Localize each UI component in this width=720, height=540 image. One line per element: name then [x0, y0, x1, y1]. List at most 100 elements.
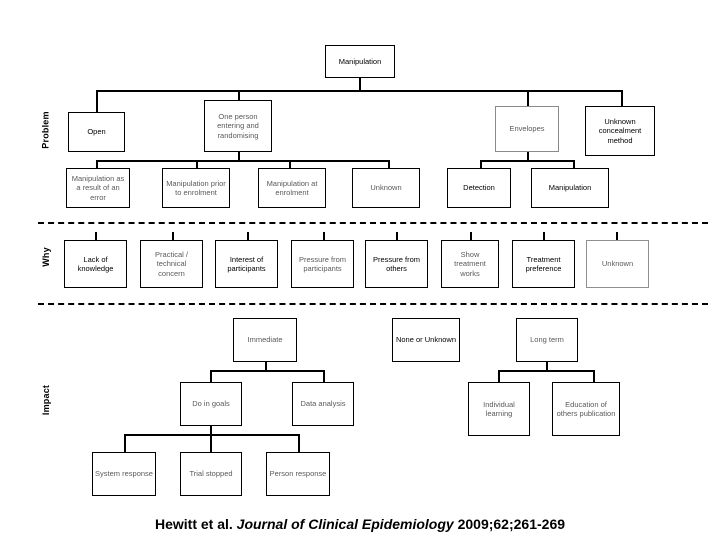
connector-to-envelopes — [527, 90, 529, 112]
connector-why-tick-4 — [323, 232, 325, 240]
node-unknown-problem-label: Unknown — [370, 183, 402, 193]
connector-problem-l1-bus — [96, 90, 623, 92]
node-unknown-why: Unknown — [586, 240, 649, 288]
node-unknown-concealment-label: Unknown concealment method — [598, 116, 642, 145]
node-manipulation-right-label: Manipulation — [548, 183, 592, 193]
node-manipulation-right: Manipulation — [531, 168, 609, 208]
node-person-response: Person response — [266, 452, 330, 496]
node-data-analysis-label: Data analysis — [300, 399, 346, 409]
node-none-or-unknown-label: None or Unknown — [395, 335, 457, 345]
node-treatment-preference-label: Treatment preference — [525, 254, 562, 273]
connector-why-tick-5 — [396, 232, 398, 240]
connector-to-manip-error — [96, 160, 98, 168]
node-treatment-preference: Treatment preference — [512, 240, 575, 288]
band-label-why: Why — [26, 247, 66, 267]
node-system-response-label: System response — [95, 469, 153, 479]
connector-long-term-bus — [498, 370, 593, 372]
band-label-problem-text: Problem — [40, 111, 51, 149]
node-none-or-unknown: None or Unknown — [392, 318, 460, 362]
node-envelopes: Envelopes — [495, 106, 559, 152]
caption-citation: 2009;62;261-269 — [457, 516, 566, 532]
figure-caption: Hewitt et al. Journal of Clinical Epidem… — [0, 516, 720, 532]
node-immediate: Immediate — [233, 318, 297, 362]
node-open-label: Open — [87, 127, 106, 137]
connector-why-tick-2 — [172, 232, 174, 240]
node-manipulation-prior-to-enrolment: Manipulation prior to enrolment — [162, 168, 230, 208]
connector-problem-l2-right-bus — [480, 160, 575, 162]
band-separator-problem-why — [38, 222, 708, 224]
node-do-in-goals-label: Do in goals — [192, 399, 230, 409]
node-lack-of-knowledge: Lack of knowledge — [64, 240, 127, 288]
node-do-in-goals: Do in goals — [180, 382, 242, 426]
node-envelopes-label: Envelopes — [509, 124, 545, 134]
node-lack-of-knowledge-label: Lack of knowledge — [77, 254, 114, 273]
band-label-problem: Problem — [26, 111, 66, 148]
node-root-manipulation: Manipulation — [325, 45, 395, 78]
connector-to-system-response — [124, 434, 126, 452]
connector-why-tick-1 — [95, 232, 97, 240]
connector-to-manip-at-enrolment — [289, 160, 291, 168]
connector-to-one-person — [238, 90, 240, 100]
node-immediate-label: Immediate — [247, 335, 283, 345]
node-data-analysis: Data analysis — [292, 382, 354, 426]
connector-to-data-analysis — [323, 370, 325, 382]
band-separator-why-impact — [38, 303, 708, 305]
band-label-why-text: Why — [40, 247, 51, 267]
node-manipulation-at-enrolment: Manipulation at enrolment — [258, 168, 326, 208]
connector-to-detection — [480, 160, 482, 168]
node-open: Open — [68, 112, 125, 152]
connector-to-manip-prior — [196, 160, 198, 168]
node-show-treatment-works-label: Show treatment works — [454, 249, 486, 278]
connector-to-individual-learning — [498, 370, 500, 382]
node-unknown-problem: Unknown — [352, 168, 420, 208]
node-one-person-entering-randomising: One person entering and randomising — [204, 100, 272, 152]
connector-why-tick-6 — [470, 232, 472, 240]
band-label-impact: Impact — [26, 385, 66, 415]
connector-to-person-response — [298, 434, 300, 452]
node-trial-stopped-label: Trial stopped — [189, 469, 233, 479]
connector-immediate-bus — [210, 370, 323, 372]
connector-long-term-stem — [546, 362, 548, 370]
connector-to-education-of-others — [593, 370, 595, 382]
node-pressure-others-label: Pressure from others — [372, 254, 421, 273]
connector-why-tick-8 — [616, 232, 618, 240]
node-trial-stopped: Trial stopped — [180, 452, 242, 496]
connector-do-in-goals-stem — [210, 426, 212, 434]
node-manip-error-label: Manipulation as a result of an error — [71, 173, 125, 202]
node-long-term-label: Long term — [530, 335, 564, 345]
node-manip-prior-label: Manipulation prior to enrolment — [166, 178, 226, 197]
connector-why-tick-3 — [247, 232, 249, 240]
node-individual-learning: Individual learning — [468, 382, 530, 436]
node-manipulation-result-of-error: Manipulation as a result of an error — [66, 168, 130, 208]
node-system-response: System response — [92, 452, 156, 496]
node-manip-at-enrolment-label: Manipulation at enrolment — [266, 178, 318, 197]
caption-journal: Journal of Clinical Epidemiology — [236, 516, 454, 532]
node-pressure-from-others: Pressure from others — [365, 240, 428, 288]
node-practical-technical-concern: Practical / technical concern — [140, 240, 203, 288]
connector-to-unknown-problem — [388, 160, 390, 168]
node-interest-participants-label: Interest of participants — [227, 254, 266, 273]
connector-to-do-in-goals — [210, 370, 212, 382]
node-education-of-others-publication: Education of others publication — [552, 382, 620, 436]
node-root-label: Manipulation — [338, 56, 382, 66]
connector-problem-l2-left-bus — [96, 160, 390, 162]
connector-immediate-stem — [265, 362, 267, 370]
connector-why-tick-7 — [543, 232, 545, 240]
band-label-impact-text: Impact — [41, 384, 51, 416]
node-practical-concern-label: Practical / technical concern — [155, 249, 188, 278]
node-unknown-why-label: Unknown — [601, 259, 634, 269]
node-unknown-concealment-method: Unknown concealment method — [585, 106, 655, 156]
node-long-term: Long term — [516, 318, 578, 362]
connector-envelopes-stem — [527, 152, 529, 160]
node-show-treatment-works: Show treatment works — [441, 240, 499, 288]
caption-authors: Hewitt et al. — [154, 516, 233, 532]
node-detection-label: Detection — [463, 183, 495, 193]
connector-to-trial-stopped — [210, 434, 212, 452]
connector-root-stem — [359, 78, 361, 90]
connector-to-open — [96, 90, 98, 112]
node-detection: Detection — [447, 168, 511, 208]
node-person-response-label: Person response — [269, 469, 327, 479]
connector-to-unknown-concealment — [621, 90, 623, 106]
node-one-person-label: One person entering and randomising — [217, 111, 259, 140]
